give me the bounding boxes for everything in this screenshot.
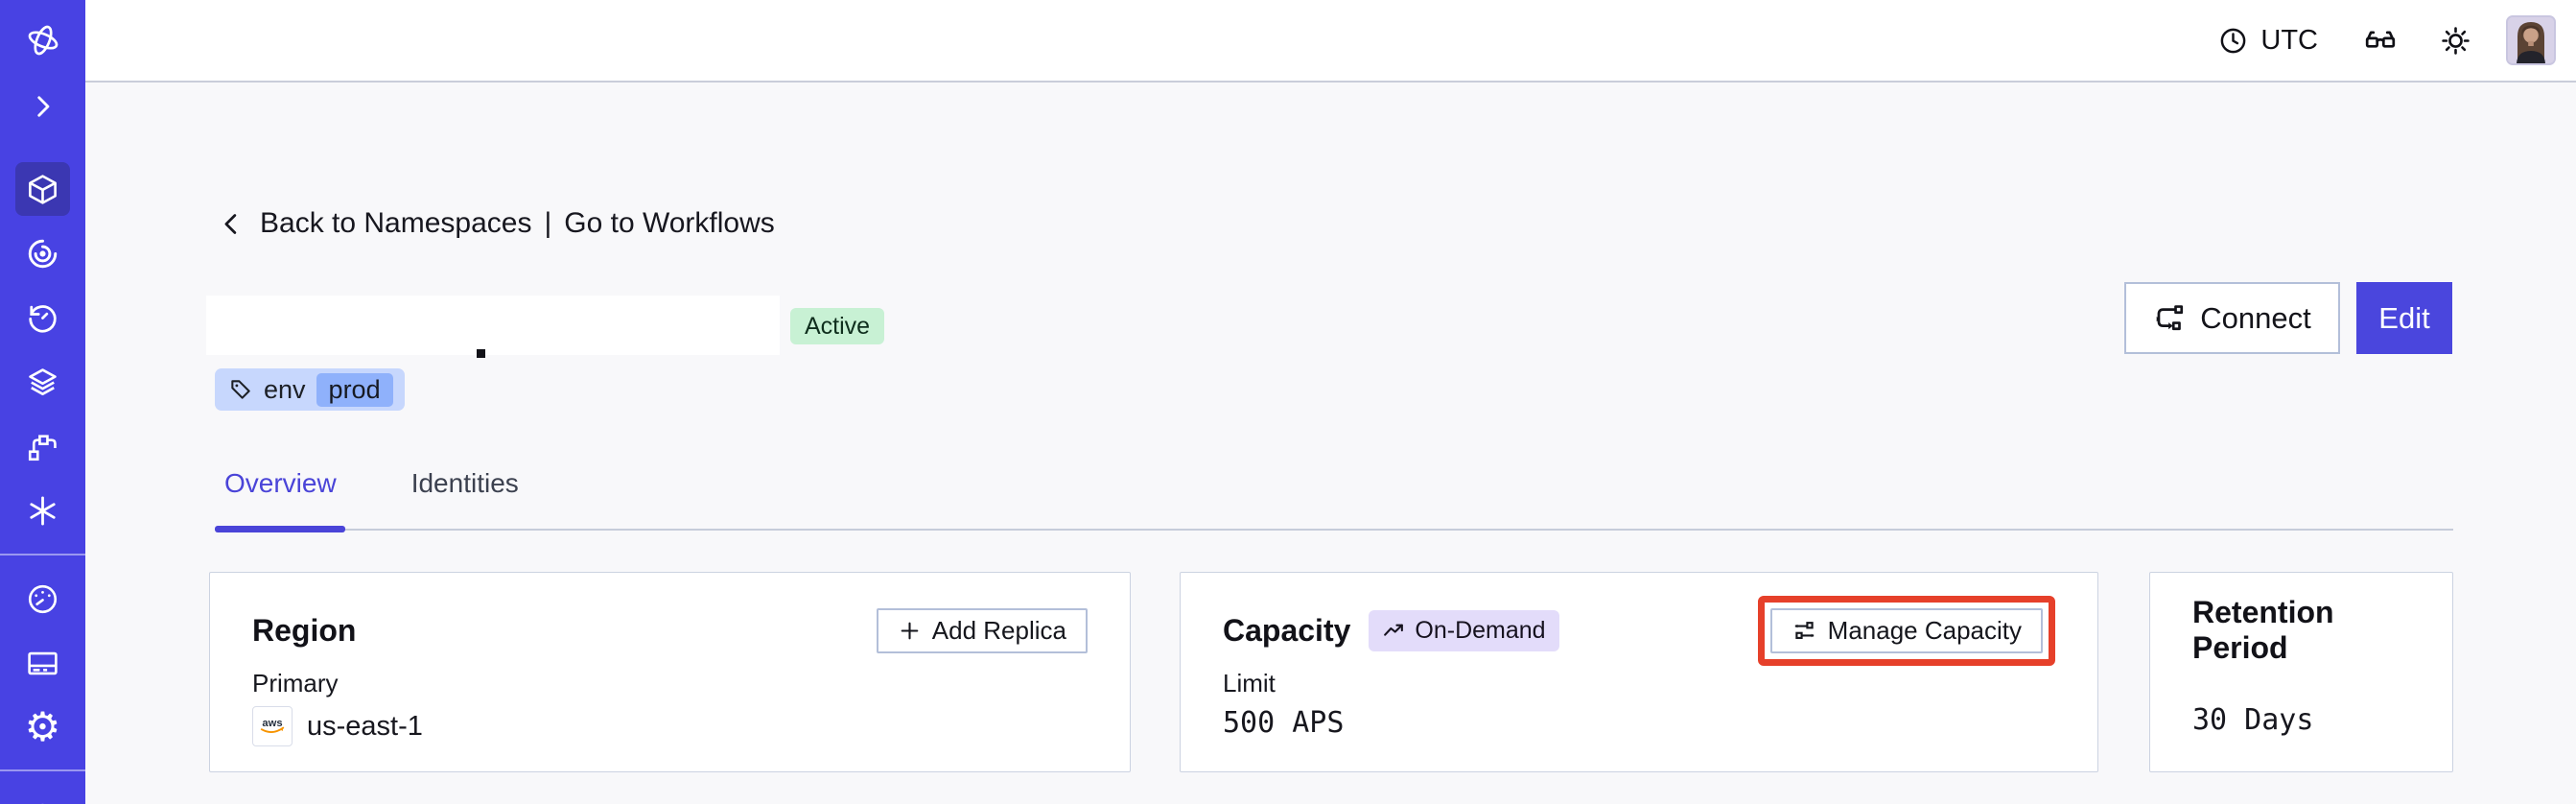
edit-button[interactable]: Edit [2356,282,2452,354]
layers-icon [29,367,57,395]
glasses-icon [2365,31,2396,48]
sidebar: ⚙ [0,0,85,804]
active-tab-underline [215,526,345,532]
plus-icon [901,622,919,639]
svg-text:aws: aws [262,718,282,729]
timezone-label: UTC [2260,24,2318,56]
sidebar-item-billing[interactable] [0,636,85,690]
tag-icon [231,380,250,399]
sidebar-item-usage[interactable] [0,572,85,626]
avatar-image [2508,17,2554,63]
add-replica-label: Add Replica [931,615,1066,645]
sidebar-item-batch-operations[interactable] [0,419,85,473]
status-badge: Active [790,308,885,344]
region-card: Region Add Replica Primary aws us-east-1 [209,572,1131,772]
manage-capacity-label: Manage Capacity [1827,615,2022,645]
sidebar-item-namespaces[interactable] [0,162,85,216]
account-circle-icon [38,803,47,804]
tag-key: env [264,374,306,404]
edit-button-label: Edit [2378,300,2430,335]
region-value: us-east-1 [307,710,423,742]
topbar-right-cluster: UTC [2218,0,2556,81]
temporal-logo-icon[interactable] [0,13,85,67]
sun-icon [2442,26,2470,55]
spiral-icon [28,239,58,268]
theme-toggle[interactable] [2440,25,2471,57]
sidebar-divider [0,554,85,556]
credit-card-icon [28,651,58,674]
tab-bar-rule [215,529,2453,531]
connect-button-label: Connect [2200,300,2311,335]
header-actions: Connect Edit [2124,282,2452,354]
namespace-name-redacted [206,296,780,355]
retention-card: Retention Period 30 Days [2149,572,2453,772]
sidebar-item-deployments[interactable] [0,355,85,409]
branch-pipeline-icon [28,434,57,461]
gear-icon: ⚙ [24,703,61,750]
sidebar-item-nexus[interactable] [0,484,85,537]
on-demand-label: On-Demand [1415,616,1546,644]
sidebar-divider [0,769,85,771]
region-primary-label: Primary [252,669,339,698]
capacity-value: 500 APS [1223,706,1345,740]
user-avatar[interactable] [2506,15,2556,65]
sidebar-expand-chevron-icon[interactable] [0,80,85,133]
connect-button[interactable]: Connect [2124,282,2340,354]
labs-toggle[interactable] [2363,23,2398,58]
timezone-selector[interactable]: UTC [2218,25,2318,57]
tab-overview[interactable]: Overview [224,468,337,498]
tag-value: prod [316,372,393,407]
namespace-tag-chip[interactable]: env prod [215,368,405,411]
capacity-card: Capacity On-Demand [1180,572,2098,772]
trending-up-icon [1384,624,1404,636]
action-highlight-box: Manage Capacity [1757,595,2055,666]
tab-identities[interactable]: Identities [410,468,519,498]
manage-capacity-button[interactable]: Manage Capacity [1769,607,2043,653]
asterisk-icon [30,496,56,525]
cube-icon [29,174,57,204]
sidebar-item-workflows[interactable] [0,226,85,280]
clock-icon [2221,28,2246,53]
capacity-limit-label: Limit [1223,669,1276,698]
chevron-left-icon[interactable] [219,211,245,237]
retention-card-title: Retention Period [2192,595,2334,665]
breadcrumb-workflows-link[interactable]: Go to Workflows [564,207,775,239]
sliders-icon [1794,621,1814,639]
redaction-artifact-dot [477,349,485,358]
breadcrumb: Back to Namespaces | Go to Workflows [219,207,775,240]
tab-bar: Overview Identities [215,468,528,499]
breadcrumb-back-link[interactable]: Back to Namespaces [260,207,532,239]
capacity-card-title: Capacity [1223,612,1351,648]
aws-logo: aws [252,706,293,746]
add-replica-button[interactable]: Add Replica [876,607,1088,653]
breadcrumb-separator: | [544,207,552,239]
region-card-title: Region [252,612,357,648]
topbar: UTC [85,0,2576,83]
sidebar-item-settings[interactable]: ⚙ [0,700,85,754]
clock-rewind-icon [29,304,57,333]
connect-flow-icon [2156,304,2184,330]
on-demand-badge: On-Demand [1369,609,1559,651]
retention-value: 30 Days [2192,703,2314,737]
gauge-icon [28,584,58,613]
sidebar-item-account[interactable] [0,791,85,804]
sidebar-item-schedules[interactable] [0,291,85,344]
